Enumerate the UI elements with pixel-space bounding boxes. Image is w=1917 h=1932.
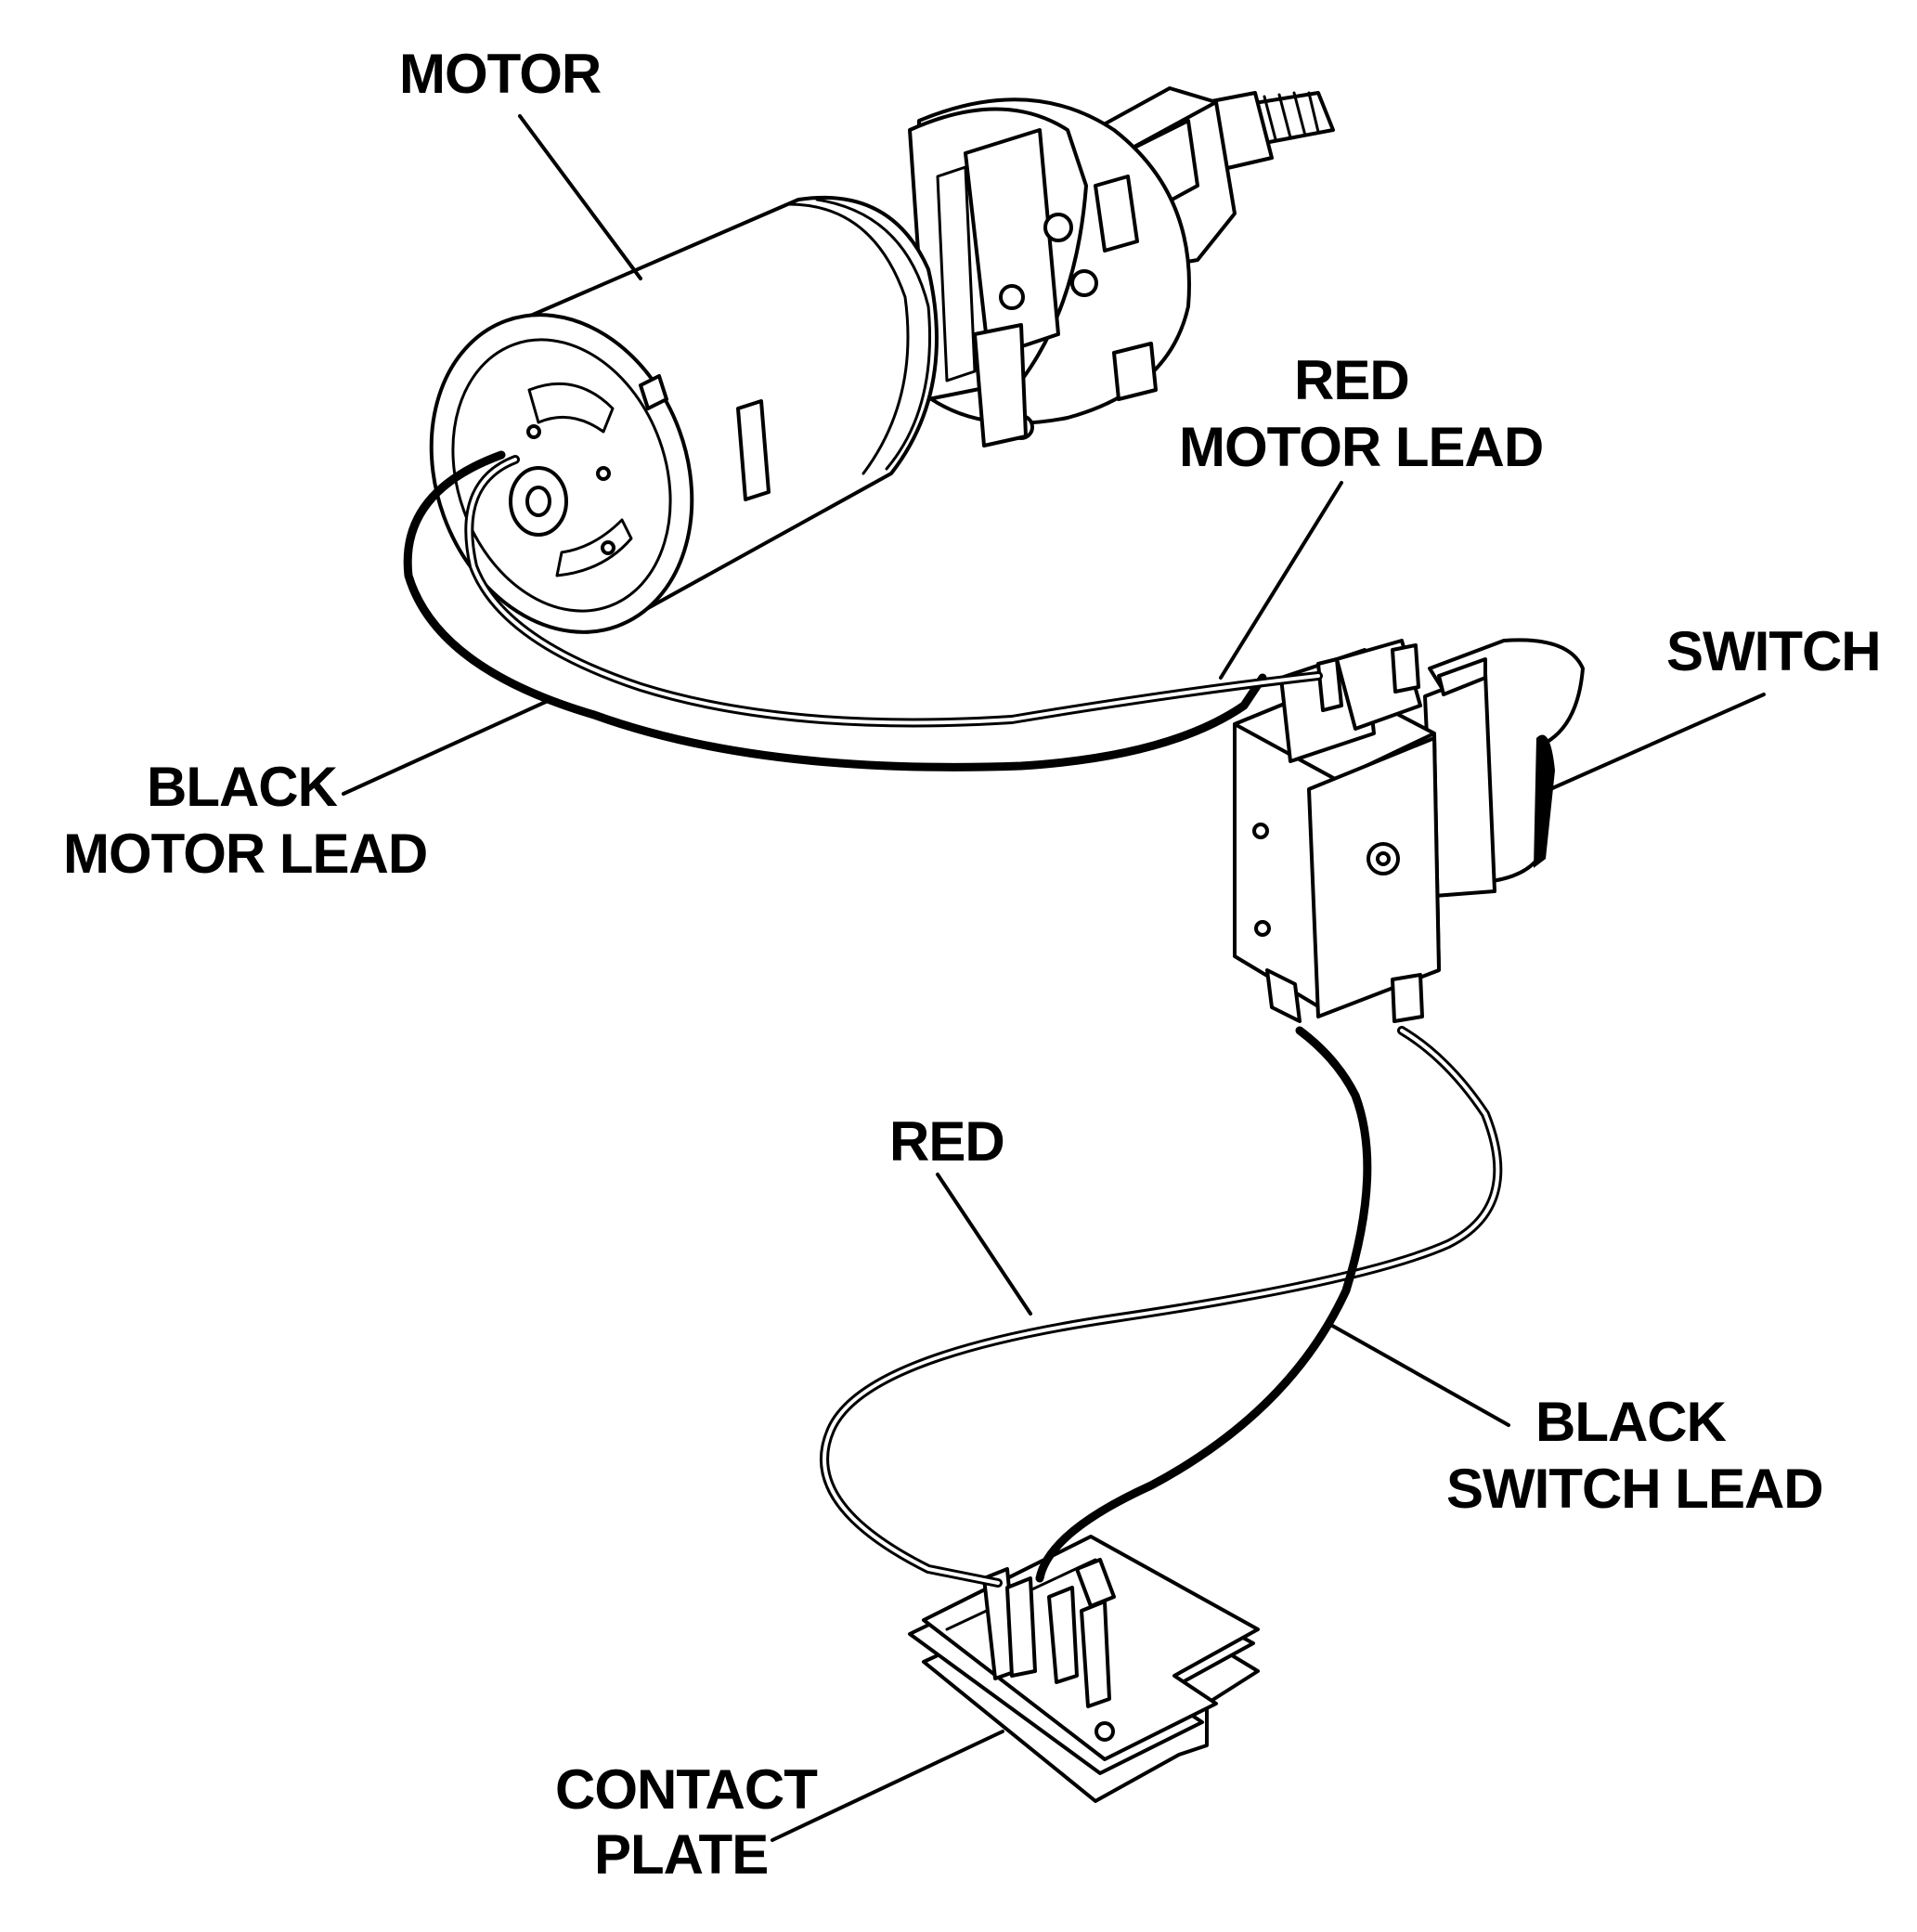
red-motor-lead-wire <box>464 455 1323 728</box>
leader-red <box>936 1173 1032 1316</box>
leader-red-motor-lead <box>1219 481 1343 680</box>
label-black-switch-lead-line1: BLACK <box>1535 1391 1727 1453</box>
label-contact-plate-line2: PLATE <box>594 1823 768 1886</box>
label-switch: SWITCH <box>1666 620 1881 682</box>
label-black-motor-lead-line1: BLACK <box>147 756 338 818</box>
label-red: RED <box>889 1110 1004 1173</box>
label-red-motor-lead-line1: RED <box>1294 349 1409 411</box>
black-switch-lead-wire <box>1035 1026 1372 1583</box>
contact-plate <box>908 1535 1260 1803</box>
label-contact-plate-line1: CONTACT <box>555 1758 817 1821</box>
label-black-switch-lead-line2: SWITCH LEAD <box>1446 1458 1823 1520</box>
leader-contact-plate <box>771 1730 1004 1842</box>
switch <box>1233 638 1585 1023</box>
motor-gear-housing <box>908 86 1237 447</box>
switch-trigger <box>1423 638 1585 898</box>
motor <box>429 86 1335 634</box>
contact-plate-terminals <box>982 1558 1116 1708</box>
label-red-motor-lead-line2: MOTOR LEAD <box>1179 416 1543 478</box>
label-black-motor-lead-line2: MOTOR LEAD <box>63 823 427 885</box>
black-motor-lead-wire <box>403 450 1267 772</box>
leader-switch <box>1548 693 1766 791</box>
motor-end-cap <box>429 313 694 634</box>
red-wire <box>820 1026 1503 1588</box>
label-motor: MOTOR <box>399 43 602 105</box>
leader-black-motor-lead <box>342 699 550 796</box>
leader-motor <box>518 114 642 280</box>
leader-black-switch-lead <box>1326 1321 1510 1427</box>
switch-body <box>1233 639 1441 1023</box>
